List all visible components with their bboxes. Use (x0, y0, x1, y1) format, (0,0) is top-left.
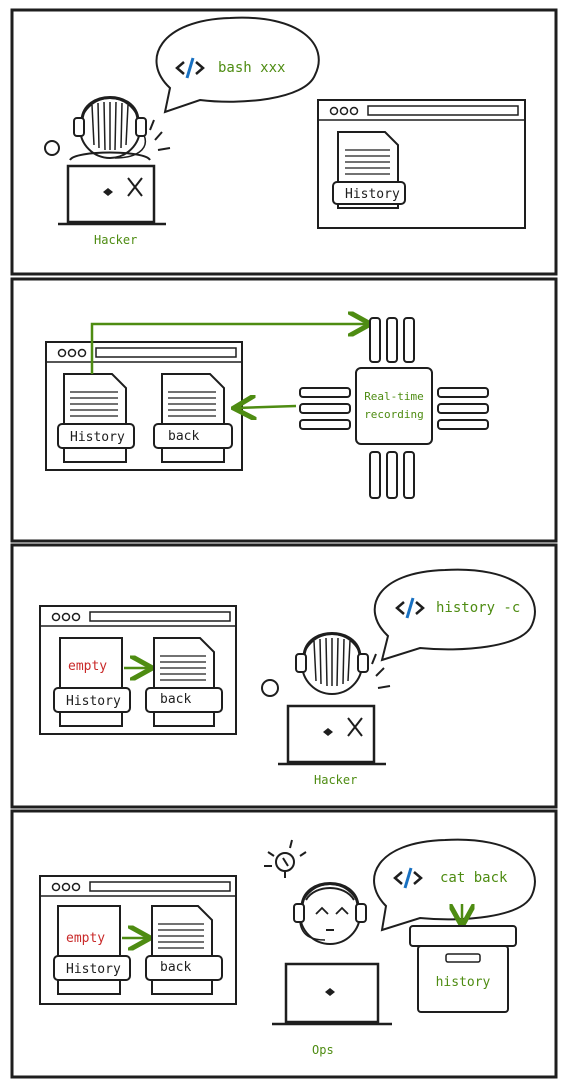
arrow-history-to-chip (90, 324, 368, 374)
laptop-icon (272, 962, 392, 1026)
panel-2: History back (10, 277, 558, 543)
file1-label: History (66, 694, 121, 709)
file2-label: back (160, 960, 191, 975)
browser-window: History back (45, 341, 243, 471)
lightbulb-icon (264, 839, 307, 878)
chip-label-line2: recording (364, 408, 424, 421)
file-label: History (345, 187, 400, 202)
panel-4: empty History back (10, 809, 558, 1079)
person-label: Hacker (314, 773, 357, 787)
laptop-icon (58, 164, 166, 226)
headset-person-icon (293, 882, 367, 945)
command-text: bash xxx (218, 60, 285, 76)
headset-person-icon (44, 96, 171, 161)
command-text: cat back (440, 870, 508, 886)
headset-person-icon (261, 632, 391, 697)
code-icon (395, 597, 425, 619)
archive-box-icon: history (409, 925, 517, 1013)
empty-label: empty (66, 931, 105, 946)
browser-window: History (317, 99, 526, 229)
code-icon (393, 867, 423, 889)
laptop-icon (278, 704, 386, 766)
code-icon (175, 57, 205, 79)
chip-label-line1: Real-time (364, 390, 424, 403)
browser-window: empty History back (39, 875, 237, 1005)
file1-label: History (66, 962, 121, 977)
person-label: Ops (312, 1043, 334, 1057)
box-label: history (436, 975, 491, 990)
file1-label: History (70, 430, 125, 445)
person-label: Hacker (94, 233, 137, 247)
arrow-chip-to-back (236, 406, 297, 408)
panel-1: bash xxx Hacker (10, 8, 558, 276)
panel-3: empty History back hi (10, 543, 558, 809)
chip-icon: Real-time recording (299, 317, 489, 499)
file2-label: back (160, 692, 191, 707)
command-text: history -c (436, 600, 520, 616)
browser-window: empty History back (39, 605, 237, 735)
speech-bubble: history -c (373, 568, 536, 662)
empty-label: empty (68, 659, 107, 674)
speech-bubble: cat back (373, 838, 536, 932)
file2-label: back (168, 429, 199, 444)
speech-bubble: bash xxx (155, 16, 320, 114)
